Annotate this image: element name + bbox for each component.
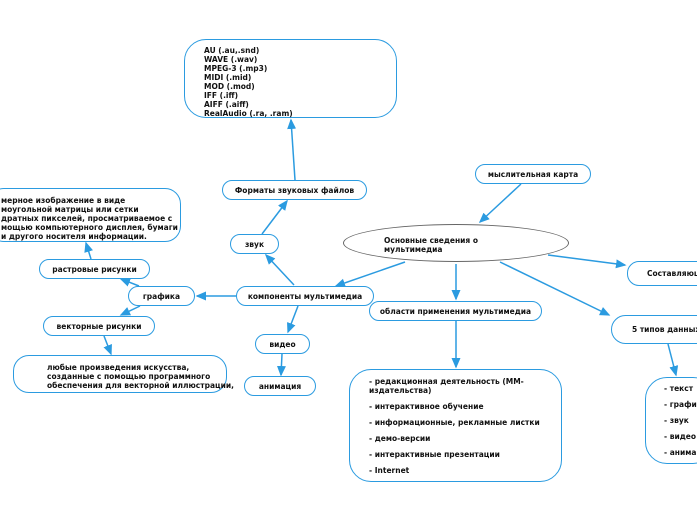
node-graphics[interactable]: графика <box>128 286 195 306</box>
edge <box>478 183 522 224</box>
edge <box>287 305 299 334</box>
node-applications[interactable]: области применения мультимедиа <box>369 301 542 321</box>
edge <box>264 253 295 286</box>
sound-formats-box[interactable]: AU (.au,.snd) WAVE (.wav) MPEG-3 (.mp3) … <box>184 39 397 118</box>
edge <box>103 335 112 356</box>
node-video[interactable]: видео <box>255 334 310 354</box>
applications-list-box[interactable]: - редакционная деятельность (ММ- издател… <box>349 369 562 482</box>
node-animation[interactable]: анимация <box>244 376 316 396</box>
node-raster[interactable]: растровые рисунки <box>39 259 150 279</box>
edge <box>84 241 93 260</box>
edge <box>547 254 627 269</box>
central-topic[interactable]: Основные сведения о мультимедиа <box>343 224 569 262</box>
edge <box>334 261 406 288</box>
edge <box>261 199 288 235</box>
node-constituents[interactable]: Составляющ <box>627 261 697 286</box>
node-vector[interactable]: векторные рисунки <box>43 316 155 336</box>
edge <box>287 118 297 181</box>
edge <box>119 278 140 287</box>
vector-description-box[interactable]: любые произведения искусства, созданные … <box>13 355 234 393</box>
node-sound[interactable]: звук <box>230 234 279 254</box>
raster-description-box[interactable]: мерное изображение в виде моугольной мат… <box>0 188 181 242</box>
edge <box>499 261 611 316</box>
edge <box>276 353 286 377</box>
edge <box>119 305 141 316</box>
node-data-types[interactable]: 5 типов данных <box>611 315 697 344</box>
data-types-list-box[interactable]: - текст - графи - звук - видео - анима <box>645 377 697 464</box>
node-components[interactable]: компоненты мультимедиа <box>236 286 374 306</box>
node-sound-formats[interactable]: Форматы звуковых файлов <box>222 180 367 200</box>
edge <box>667 343 679 377</box>
node-mind-map[interactable]: мыслительная карта <box>475 164 591 184</box>
